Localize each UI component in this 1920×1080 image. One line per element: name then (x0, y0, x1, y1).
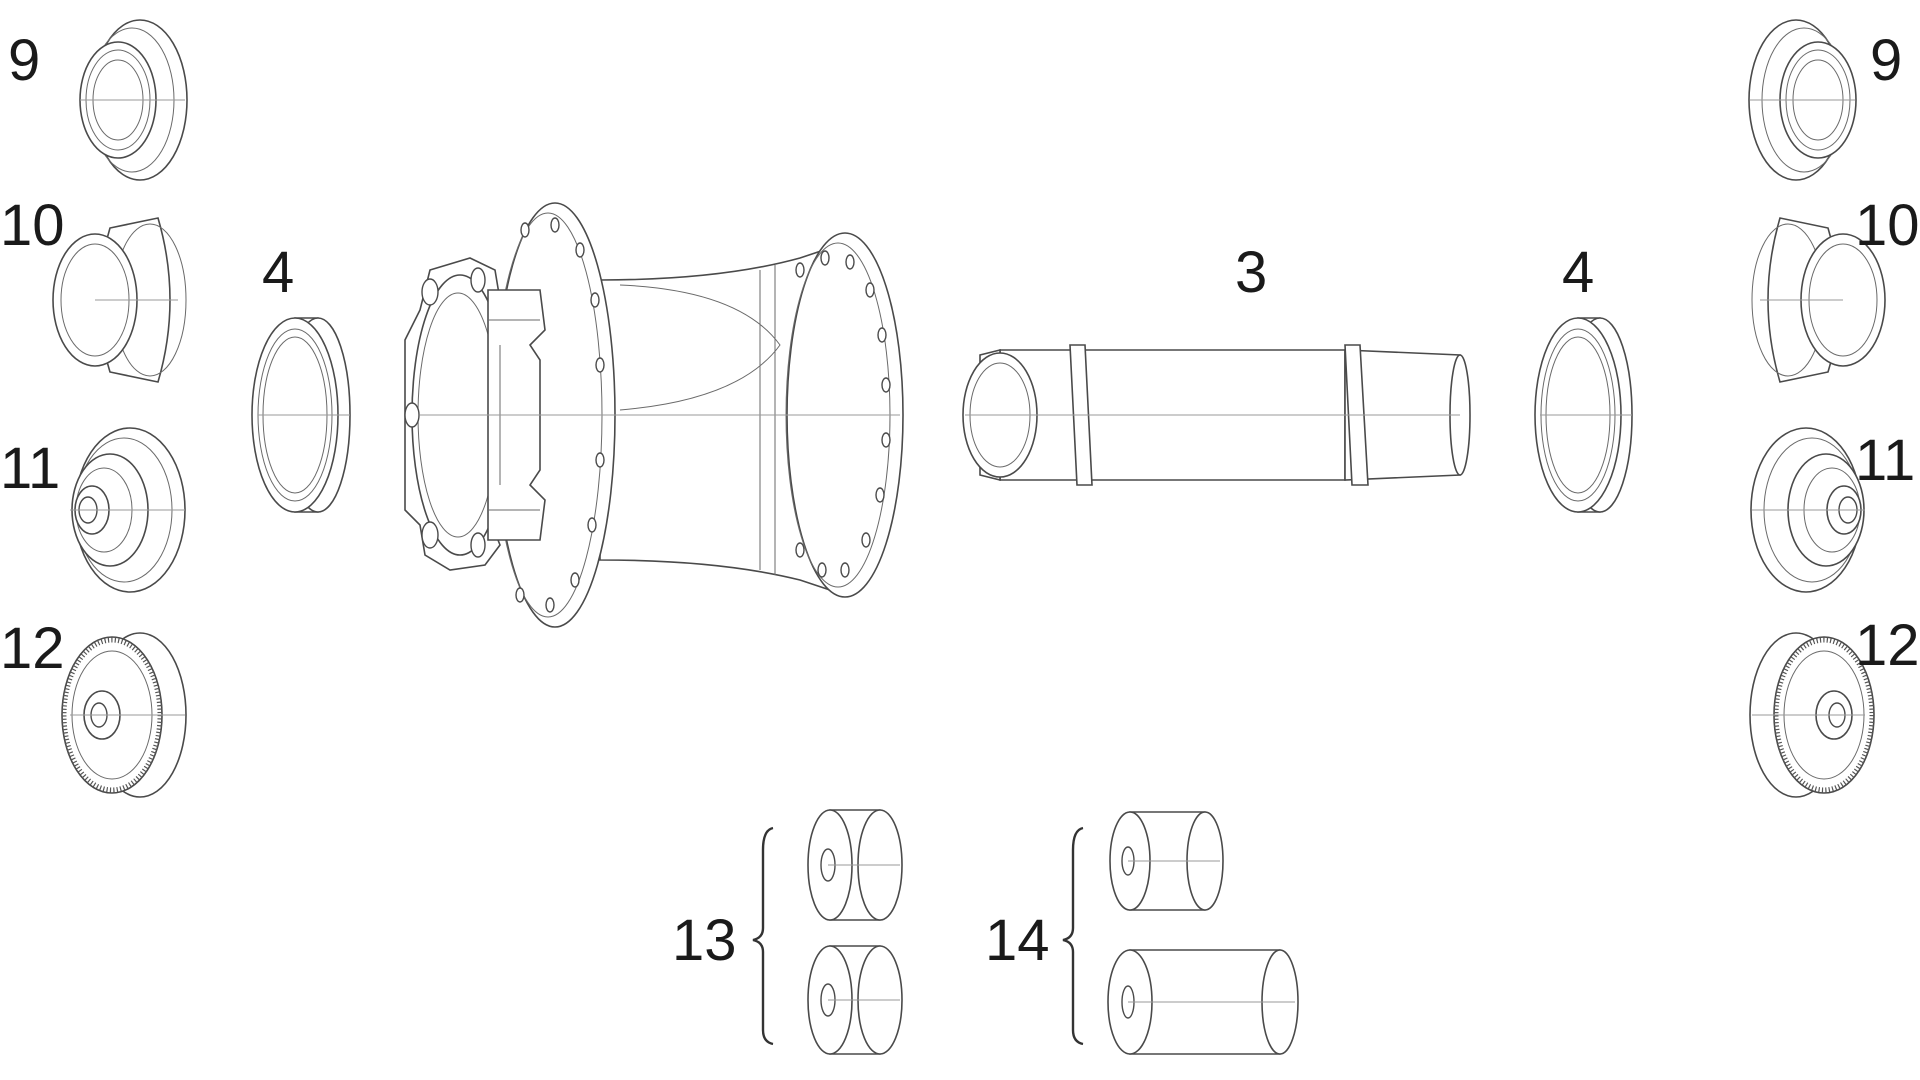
endcap-12-left (61, 632, 187, 798)
endcap-11-right (1750, 427, 1865, 593)
callout-4-right: 4 (1562, 240, 1594, 305)
left-flange-spoke-holes (515, 217, 605, 613)
callout-3: 3 (1235, 240, 1267, 305)
callout-10-left: 10 (0, 193, 65, 258)
callout-10-right: 10 (1855, 193, 1920, 258)
brace-13 (752, 826, 774, 1046)
hub-shell (404, 202, 904, 628)
callout-11-right: 11 (1855, 428, 1915, 493)
callout-13: 13 (672, 908, 737, 973)
endcap-12-right (1749, 632, 1875, 798)
axle (962, 344, 1471, 486)
endcap-9-left (79, 19, 188, 181)
callout-9-right: 9 (1870, 28, 1902, 93)
spacer-14-short (1109, 811, 1224, 911)
endcap-9-right (1748, 19, 1857, 181)
spacer-13-bottom (807, 945, 903, 1055)
callout-12-right: 12 (1855, 613, 1920, 678)
callout-9-left: 9 (8, 28, 40, 93)
endcap-10-right (1751, 217, 1886, 383)
callout-4-left: 4 (262, 240, 294, 305)
spacer-14-long (1107, 949, 1299, 1055)
callout-11-left: 11 (0, 436, 60, 501)
callout-12-left: 12 (0, 616, 65, 681)
spacer-set-14 (1062, 811, 1299, 1055)
bearing-left (251, 317, 351, 513)
spacer-13-top (807, 809, 903, 921)
right-flange-spoke-holes (795, 250, 891, 578)
brace-14 (1062, 826, 1084, 1046)
callout-14: 14 (985, 908, 1050, 973)
spacer-set-13 (752, 809, 903, 1055)
bearing-right (1534, 317, 1633, 513)
endcap-10-left (52, 217, 187, 383)
endcap-11-left (70, 427, 186, 593)
